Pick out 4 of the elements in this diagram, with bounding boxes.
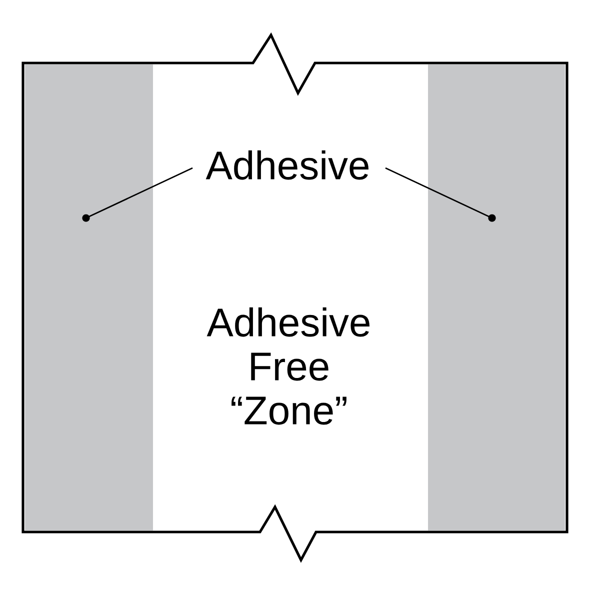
area-label: Adhesive Free “Zone” — [206, 307, 370, 425]
text-label: Adhesive — [206, 150, 368, 180]
shaded-strip — [428, 64, 565, 530]
shaded-strip — [25, 64, 153, 530]
